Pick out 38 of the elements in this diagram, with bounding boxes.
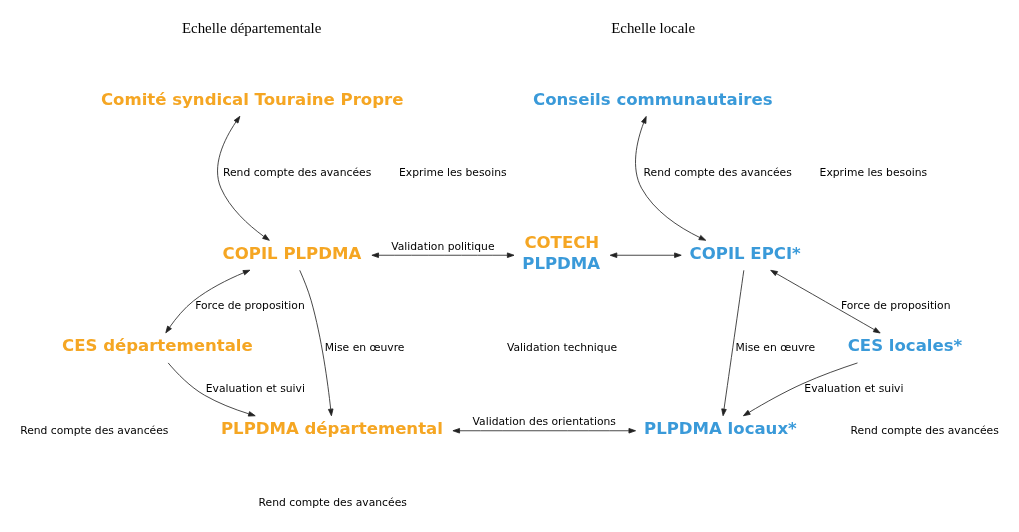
edge-label: Rend compte des avancées [223, 166, 372, 180]
arrow [743, 362, 858, 417]
edge-label: Validation des orientations [472, 415, 616, 429]
node-text: PLPDMA locaux* [644, 419, 797, 439]
label: Exprime les besoins [819, 166, 928, 180]
edge-label: Evaluation et suivi [804, 382, 904, 396]
edge-label: Evaluation et suivi [205, 382, 305, 396]
label: Rend compte des avancées [20, 423, 169, 437]
arrow [371, 252, 515, 258]
node-text: COTECH PLPDMA [522, 232, 601, 274]
label: Rend compte des avancées [850, 423, 999, 437]
edge-label: Validation politique [391, 239, 495, 253]
arrow [299, 269, 334, 417]
label: Validation technique [507, 340, 618, 354]
edge-label: Mise en œuvre [735, 340, 816, 354]
label: Echelle départementale [181, 19, 322, 36]
arrow [452, 428, 636, 434]
node-text: Conseils communautaires [533, 89, 773, 109]
edge-label: Force de proposition [840, 299, 951, 313]
edge-label: Rend compte des avancées [643, 166, 792, 180]
node-text: CES départementale [62, 336, 253, 356]
edge-label: Mise en œuvre [324, 340, 405, 354]
arrow [165, 269, 251, 334]
arrow [721, 269, 745, 417]
label: Rend compte des avancées [258, 495, 407, 509]
arrow [217, 115, 270, 241]
arrow [770, 269, 881, 334]
node-text: COPIL PLPDMA [222, 243, 362, 263]
node-text: CES locales* [847, 336, 963, 356]
label: Echelle locale [611, 19, 696, 36]
arrow [635, 116, 707, 241]
arrow [167, 362, 256, 417]
edge-label: Force de proposition [195, 299, 305, 313]
node-text: COPIL EPCI* [689, 243, 801, 263]
node-text: Comité syndical Touraine Propre [100, 89, 404, 109]
label: Exprime les besoins [399, 166, 507, 180]
arrow [609, 252, 682, 258]
node-text: PLPDMA départemental [220, 419, 443, 439]
